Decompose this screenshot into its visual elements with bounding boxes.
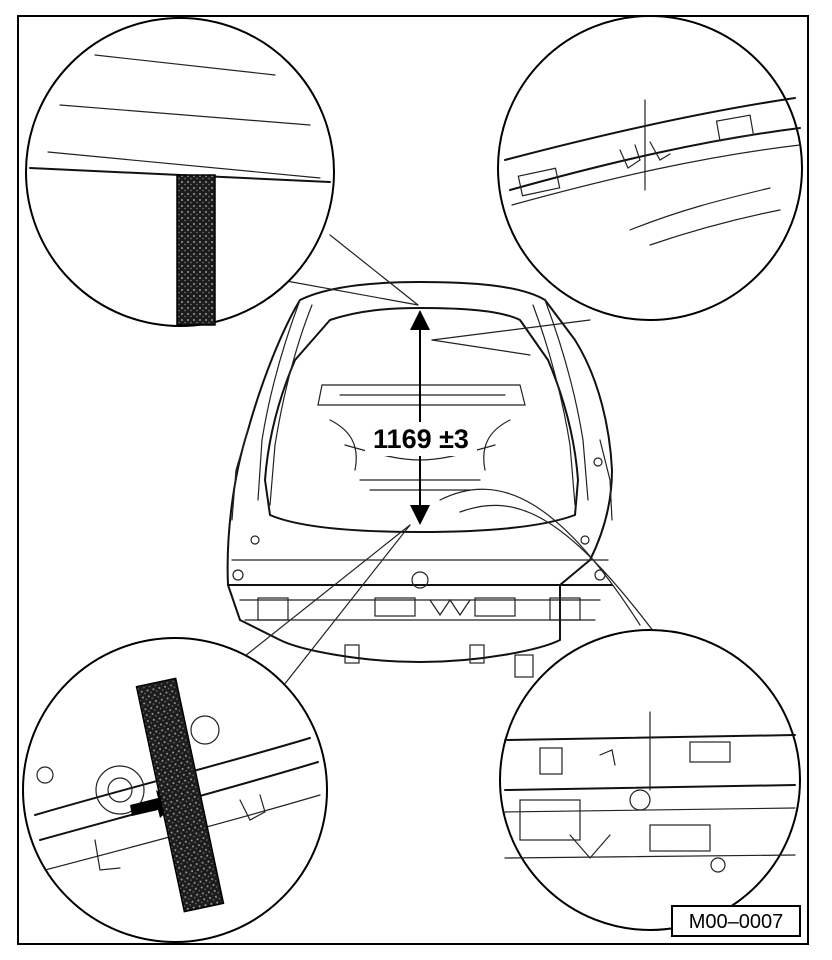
figure-code-box: M00–0007 [671,905,801,937]
tape-strip [135,677,225,913]
callout-connectors [239,234,661,691]
dimension-arrow [365,310,477,525]
detail-bottom-right-panel [499,629,801,931]
figure-code: M00–0007 [689,911,784,933]
detail-top-right-rail [497,15,803,321]
detail-bottom-left-tape [22,637,328,943]
figure-border [17,15,809,945]
dimension-label: 1169 ±3 [373,424,469,454]
tape-strip [176,174,216,326]
detail-top-left-tape [25,17,335,327]
